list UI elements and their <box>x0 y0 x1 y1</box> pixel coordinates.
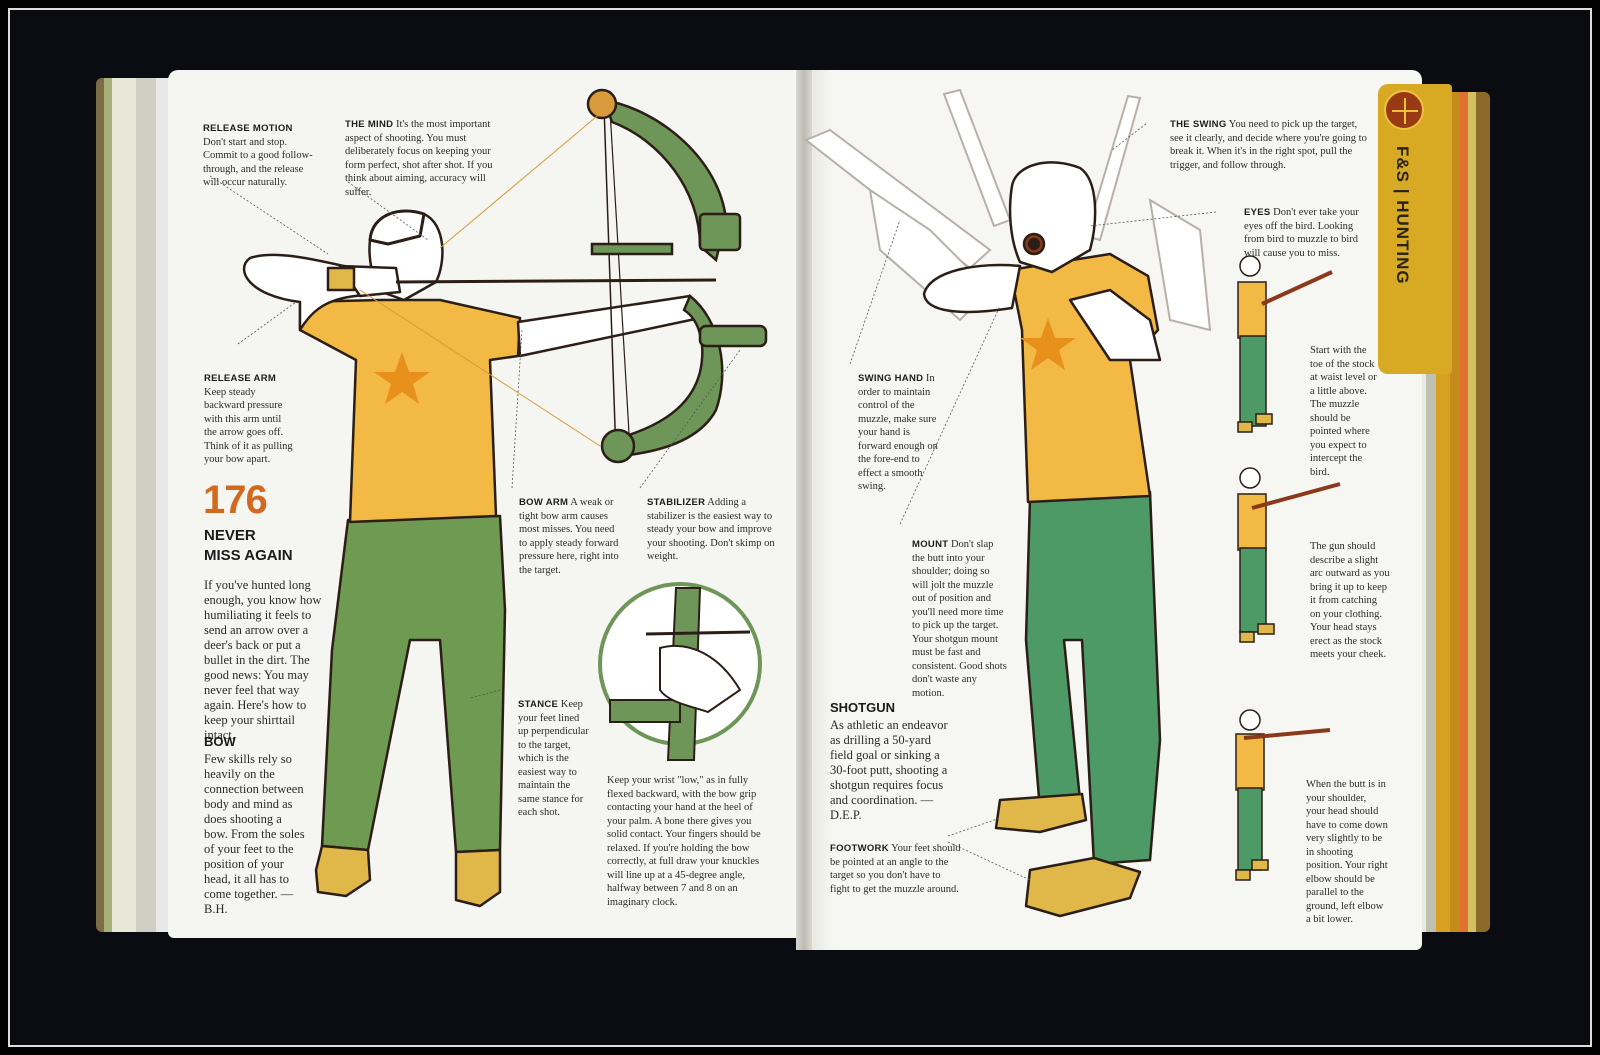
eyes-caption: EYES Don't ever take your eyes off the b… <box>1244 206 1376 260</box>
article-intro: If you've hunted long enough, you know h… <box>204 578 322 742</box>
archer-illustration <box>242 209 702 908</box>
step3-caption: When the butt is in your shoulder, your … <box>1306 779 1388 925</box>
shooter-illustration <box>922 161 1162 918</box>
release-arm-caption: RELEASE ARM Keep steady backward pressur… <box>204 372 296 467</box>
bow-heading: BOW <box>204 734 236 749</box>
article-title-line1: NEVER <box>204 527 256 544</box>
ghost-arms <box>804 88 1212 332</box>
crosshair-icon <box>1384 90 1424 130</box>
book-edge-left <box>96 78 176 932</box>
the-swing-text: You need to pick up the target, see it c… <box>1170 119 1367 171</box>
the-swing-caption: THE SWING You need to pick up the target… <box>1170 118 1370 172</box>
shotgun-text: As athletic an endeavor as drilling a 50… <box>830 718 948 822</box>
bow-arm-caption: BOW ARM A weak or tight bow arm causes m… <box>519 496 619 577</box>
eyes-heading: EYES <box>1244 207 1271 218</box>
stabilizer-heading: STABILIZER <box>647 497 706 508</box>
footwork-caption: FOOTWORK Your feet should be pointed at … <box>830 842 962 896</box>
the-mind-caption: THE MIND It's the most important aspect … <box>345 118 507 199</box>
release-motion-text: Don't start and stop. Commit to a good f… <box>203 136 313 189</box>
leader-lines-left <box>209 175 741 699</box>
article-number: 176 <box>203 478 268 522</box>
stabilizer-caption: STABILIZER Adding a stabilizer is the ea… <box>647 496 779 564</box>
book-gutter <box>796 70 812 950</box>
step-figure-2 <box>1237 467 1341 643</box>
footwork-text: Your feet should be pointed at an angle … <box>830 843 961 895</box>
release-arm-text: Keep steady backward pressure with this … <box>204 386 293 466</box>
footwork-heading: FOOTWORK <box>830 843 889 854</box>
step-figure-3 <box>1235 709 1331 881</box>
section-tab[interactable]: F&S | HUNTING <box>1378 84 1452 374</box>
step1-caption: Start with the toe of the stock at waist… <box>1310 345 1377 478</box>
leader-lines-right <box>849 123 1217 881</box>
stabilizer-text: Adding a stabilizer is the easiest way t… <box>647 497 775 562</box>
shotgun-heading: SHOTGUN <box>830 700 895 715</box>
wrist-inset <box>598 582 762 761</box>
swing-hand-caption: SWING HAND In order to maintain control … <box>858 372 942 494</box>
bow-arm-text: A weak or tight bow arm causes most miss… <box>519 497 619 576</box>
the-mind-heading: THE MIND <box>345 119 394 130</box>
section-tab-label: F&S | HUNTING <box>1393 146 1412 285</box>
bow-illustration <box>586 88 768 464</box>
release-motion-caption: RELEASE MOTION Don't start and stop. Com… <box>203 122 315 190</box>
stance-heading: STANCE <box>518 699 559 710</box>
swing-hand-heading: SWING HAND <box>858 373 924 384</box>
step-figure-1 <box>1237 255 1333 433</box>
step2-caption: The gun should describe a slight arc out… <box>1310 541 1390 660</box>
stance-text: Keep your feet lined up perpendicular to… <box>518 699 589 818</box>
mount-heading: MOUNT <box>912 539 949 550</box>
bow-arm-heading: BOW ARM <box>519 497 569 508</box>
eyes-text: Don't ever take your eyes off the bird. … <box>1244 207 1359 259</box>
the-swing-heading: THE SWING <box>1170 119 1227 130</box>
the-mind-text: It's the most important aspect of shooti… <box>345 119 493 198</box>
article-title-line2: MISS AGAIN <box>204 547 293 564</box>
mount-caption: MOUNT Don't slap the butt into your shou… <box>912 538 1008 700</box>
swing-hand-text: In order to maintain control of the muzz… <box>858 373 938 492</box>
mount-text: Don't slap the butt into your shoulder; … <box>912 539 1007 699</box>
bow-text: Few skills rely so heavily on the connec… <box>204 752 305 916</box>
stance-caption: STANCE Keep your feet lined up perpendic… <box>518 698 590 820</box>
wrist-caption: Keep your wrist "low," as in fully flexe… <box>607 775 761 908</box>
release-motion-heading: RELEASE MOTION <box>203 123 293 134</box>
release-arm-heading: RELEASE ARM <box>204 373 277 384</box>
photo-frame <box>8 8 1592 1047</box>
